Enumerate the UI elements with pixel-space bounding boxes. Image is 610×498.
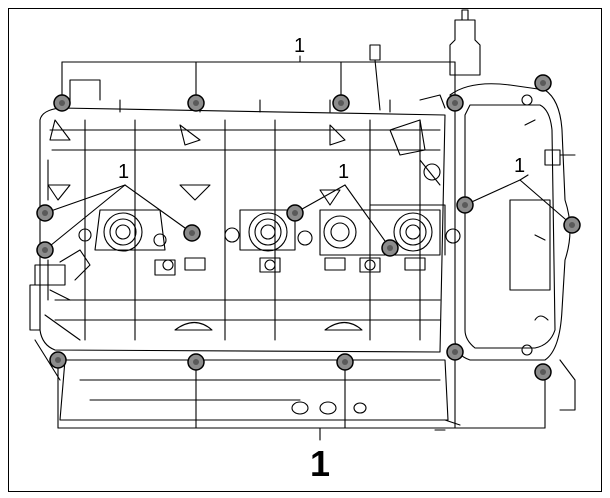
callout-leaders-left — [44, 184, 193, 251]
figure-frame — [8, 8, 602, 492]
bearing-gears — [78, 212, 461, 271]
callout-label-top: 1 — [294, 35, 305, 57]
bolt-group — [36, 74, 581, 381]
callout-label-middle: 1 — [338, 161, 349, 183]
callout-leaders-middle — [294, 184, 391, 249]
callout-label-right: 1 — [514, 155, 525, 177]
callout-bracket-bottom — [57, 351, 546, 441]
engine-block-outline — [29, 9, 576, 431]
callout-leaders-right — [464, 179, 573, 226]
callout-label-bottom: 1 — [310, 443, 330, 484]
callout-bracket-top — [61, 55, 456, 103]
callout-label-left: 1 — [118, 161, 129, 183]
